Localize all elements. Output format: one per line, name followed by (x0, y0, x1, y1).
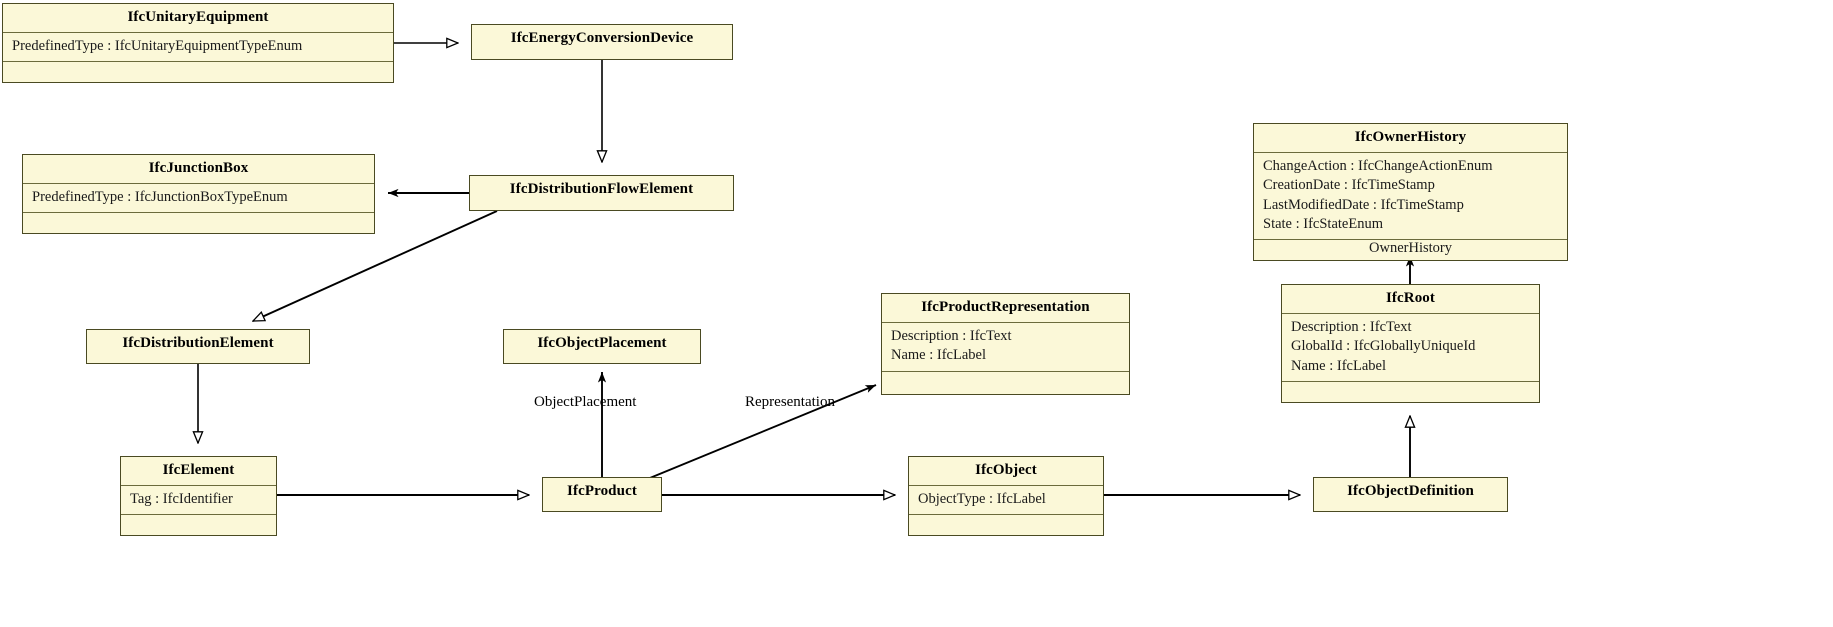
class-attributes: Description : IfcText Name : IfcLabel (882, 323, 1129, 371)
class-box-ifc-unitary-equipment[interactable]: IfcUnitaryEquipment PredefinedType : Ifc… (2, 3, 394, 83)
class-box-ifc-element[interactable]: IfcElement Tag : IfcIdentifier (120, 456, 277, 536)
class-footer-compartment (3, 61, 393, 79)
class-box-ifc-energy-conversion-device[interactable]: IfcEnergyConversionDevice (471, 24, 733, 60)
class-attributes: PredefinedType : IfcJunctionBoxTypeEnum (23, 184, 374, 212)
class-box-ifc-junction-box[interactable]: IfcJunctionBox PredefinedType : IfcJunct… (22, 154, 375, 234)
class-title: IfcProductRepresentation (882, 294, 1129, 323)
class-title: IfcObject (909, 457, 1103, 486)
class-attributes: ChangeAction : IfcChangeActionEnum Creat… (1254, 153, 1567, 239)
class-box-ifc-object[interactable]: IfcObject ObjectType : IfcLabel (908, 456, 1104, 536)
attribute-row: GlobalId : IfcGloballyUniqueId (1291, 338, 1476, 355)
class-box-ifc-root[interactable]: IfcRoot Description : IfcText GlobalId :… (1281, 284, 1540, 403)
class-footer-compartment (882, 370, 1129, 389)
class-title: IfcObjectPlacement (537, 335, 667, 351)
class-attributes: Tag : IfcIdentifier (121, 486, 276, 514)
attribute-row: Description : IfcText (891, 328, 1012, 344)
class-box-ifc-product-representation[interactable]: IfcProductRepresentation Description : I… (881, 293, 1130, 395)
class-footer-compartment (909, 514, 1103, 532)
class-title: IfcOwnerHistory (1254, 124, 1567, 153)
attribute-row: ObjectType : IfcLabel (918, 491, 1046, 507)
class-attributes: Description : IfcText GlobalId : IfcGlob… (1282, 314, 1539, 381)
class-box-ifc-product[interactable]: IfcProduct (542, 477, 662, 512)
class-title: IfcRoot (1282, 285, 1539, 314)
class-box-ifc-owner-history[interactable]: IfcOwnerHistory ChangeAction : IfcChange… (1253, 123, 1568, 261)
class-title: IfcProduct (567, 483, 637, 499)
class-title: IfcDistributionFlowElement (509, 181, 694, 197)
class-title: IfcDistributionElement (122, 335, 274, 351)
class-box-ifc-distribution-flow-element[interactable]: IfcDistributionFlowElement (469, 175, 734, 211)
attribute-row: LastModifiedDate : IfcTimeStamp (1263, 196, 1464, 213)
class-footer-compartment (23, 212, 374, 230)
class-title: IfcElement (121, 457, 276, 486)
class-footer-compartment (121, 514, 276, 532)
attribute-row: PredefinedType : IfcUnitaryEquipmentType… (12, 38, 303, 54)
class-title: IfcEnergyConversionDevice (510, 30, 694, 46)
class-box-ifc-distribution-element[interactable]: IfcDistributionElement (86, 329, 310, 364)
class-attributes: ObjectType : IfcLabel (909, 486, 1103, 514)
attribute-row: Tag : IfcIdentifier (130, 491, 233, 507)
class-attributes: PredefinedType : IfcUnitaryEquipmentType… (3, 33, 393, 61)
class-footer-compartment (1282, 380, 1539, 399)
attribute-row: Description : IfcText (1291, 319, 1412, 335)
class-box-ifc-object-placement[interactable]: IfcObjectPlacement (503, 329, 701, 364)
attribute-row: PredefinedType : IfcJunctionBoxTypeEnum (32, 189, 288, 205)
attribute-row: CreationDate : IfcTimeStamp (1263, 177, 1435, 194)
attribute-row: ChangeAction : IfcChangeActionEnum (1263, 158, 1493, 174)
class-title: IfcObjectDefinition (1347, 483, 1474, 499)
attribute-row: State : IfcStateEnum (1263, 215, 1383, 232)
association-label-representation: Representation (745, 394, 835, 410)
attribute-row: Name : IfcLabel (1291, 357, 1387, 374)
association-label-owner-history: OwnerHistory (1254, 239, 1567, 259)
class-title: IfcJunctionBox (23, 155, 374, 184)
association-label-object-placement: ObjectPlacement (534, 394, 637, 410)
attribute-row: Name : IfcLabel (891, 347, 987, 364)
class-box-ifc-object-definition[interactable]: IfcObjectDefinition (1313, 477, 1508, 512)
class-title: IfcUnitaryEquipment (3, 4, 393, 33)
